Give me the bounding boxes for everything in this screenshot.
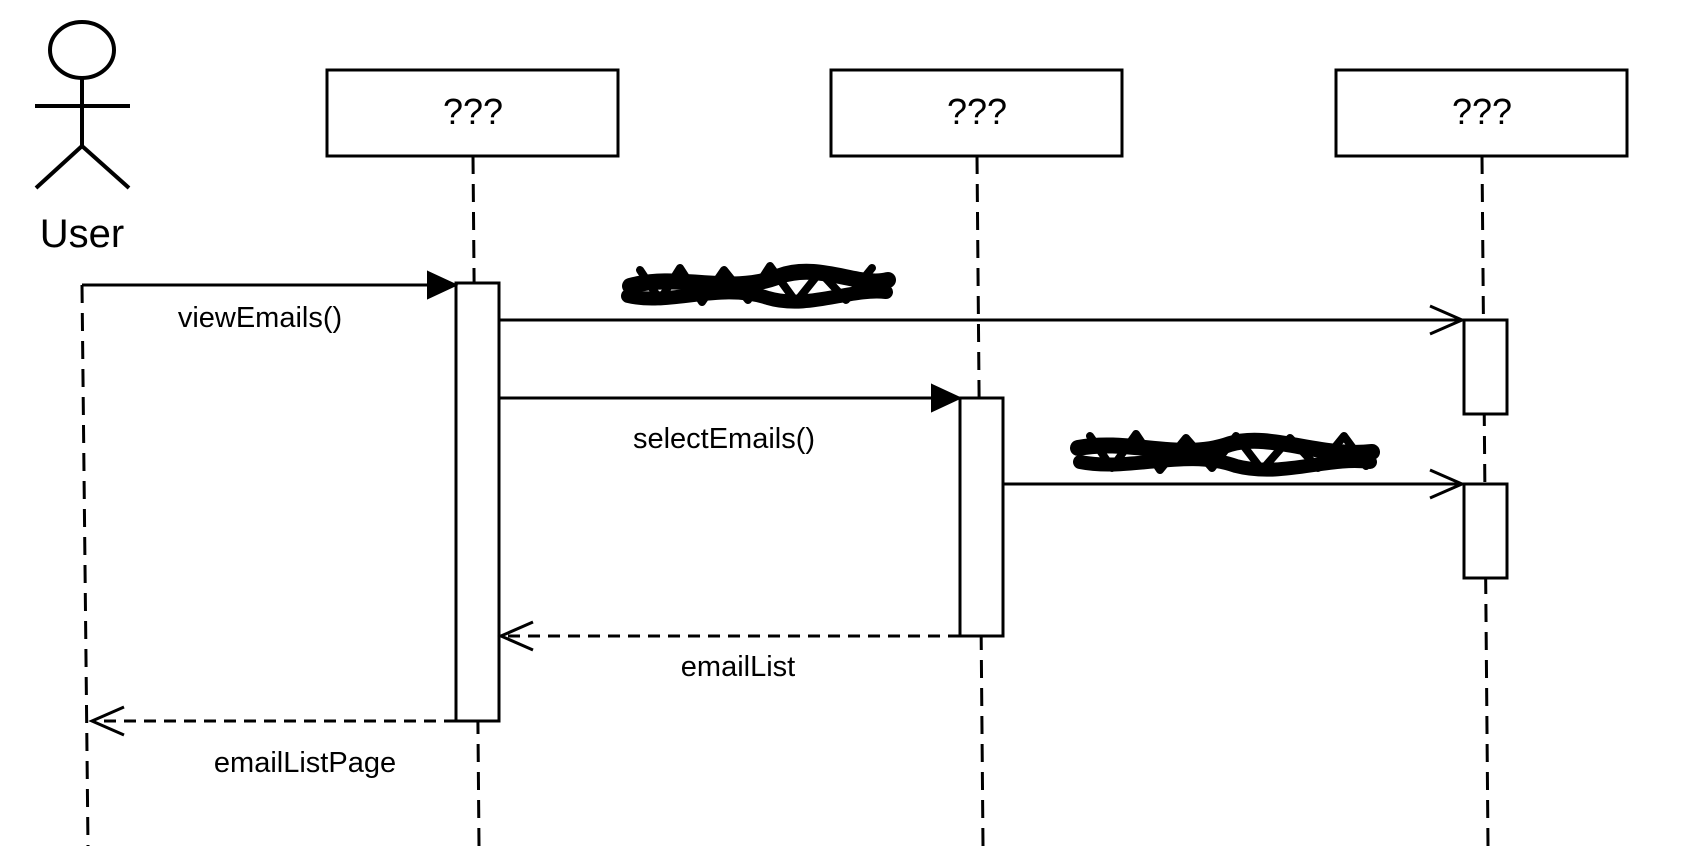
message-view-emails bbox=[82, 270, 459, 300]
activation-bar-participant-1 bbox=[454, 281, 501, 723]
message-redacted-1 bbox=[499, 304, 1466, 336]
message-email-list-label: emailList bbox=[681, 651, 795, 683]
participant-2: ??? bbox=[829, 68, 1124, 158]
redacted-label-2-scribble bbox=[1070, 430, 1380, 477]
message-redacted-2 bbox=[1003, 468, 1466, 500]
participant-3: ??? bbox=[1334, 68, 1629, 158]
redacted-label-1-scribble bbox=[621, 262, 896, 309]
participant-1: ??? bbox=[325, 68, 620, 158]
message-email-list-page-return bbox=[88, 705, 456, 737]
user-actor-icon bbox=[34, 20, 131, 190]
participant-2-label: ??? bbox=[947, 91, 1007, 132]
activation-bar-participant-3-b bbox=[1462, 482, 1509, 580]
user-lifeline bbox=[80, 284, 90, 846]
message-select-emails-label: selectEmails() bbox=[633, 423, 815, 455]
message-email-list-return bbox=[497, 620, 960, 652]
participant-3-label: ??? bbox=[1452, 91, 1512, 132]
activation-bar-participant-2 bbox=[958, 396, 1005, 638]
actor-label: User bbox=[40, 212, 124, 256]
message-email-list-page-label: emailListPage bbox=[214, 747, 396, 779]
message-view-emails-label: viewEmails() bbox=[178, 302, 342, 334]
participant-1-label: ??? bbox=[443, 91, 503, 132]
activation-bar-participant-3-a bbox=[1462, 318, 1509, 416]
message-select-emails bbox=[499, 383, 963, 413]
